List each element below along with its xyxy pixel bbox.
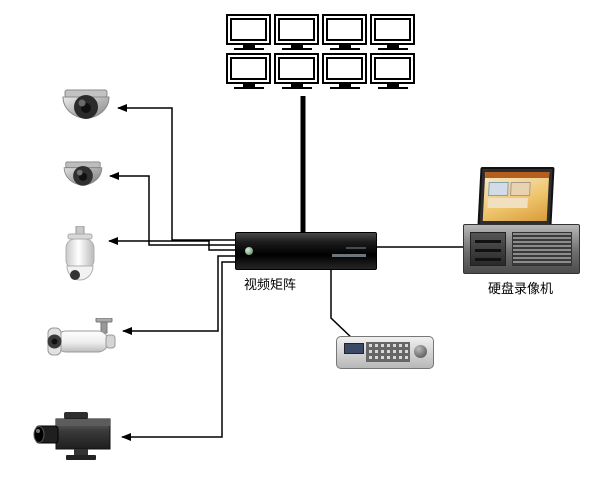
dvr-screen-panel [488,182,509,196]
crt-monitor-icon [274,53,319,89]
box-camera-icon [33,412,111,460]
video-matrix-label: 视频矩阵 [244,277,297,292]
keyboard-keys [366,342,410,362]
crt-monitor-icon [226,14,271,50]
hard-disk-recorder [463,167,580,274]
mini-dome-camera-icon [63,161,103,186]
keyboard-joystick [414,345,427,358]
crt-monitor-icon [274,14,319,50]
video-matrix [235,232,377,270]
crt-monitor-icon [322,53,367,89]
control-keyboard-icon [336,336,434,369]
dvr-screen-titlebar [484,172,550,178]
bullet-camera-icon [47,318,116,356]
crt-monitor-icon [226,53,271,89]
connection-matrix-to-dome-camera-2 [109,172,235,246]
connection-matrix-to-keyboard [330,268,355,341]
dvr-label: 硬盘录像机 [488,281,554,296]
connection-matrix-to-ptz-camera [108,237,235,251]
matrix-front-marking [332,254,366,257]
crt-monitor-icon [370,53,415,89]
connection-matrix-to-bullet-camera [122,255,235,335]
monitor-wall [226,14,420,89]
crt-monitor-icon [370,14,415,50]
dvr-drive-bays [470,232,506,266]
dvr-screen-panel [510,182,531,196]
dvr-chassis-icon [463,224,580,274]
dvr-screen-panel [487,198,528,208]
dome-camera-icon [62,89,110,119]
dvr-vent-grille [512,232,572,266]
matrix-front-marking [346,247,366,249]
matrix-logo-icon [245,247,253,255]
connection-matrix-to-box-camera [121,261,235,441]
keyboard-display [344,343,364,354]
dvr-screen [482,172,550,221]
dvr-monitor-icon [477,167,555,226]
crt-monitor-icon [322,14,367,50]
ptz-speed-dome-icon [65,226,95,281]
connection-matrix-to-dome-camera-1 [117,104,235,241]
